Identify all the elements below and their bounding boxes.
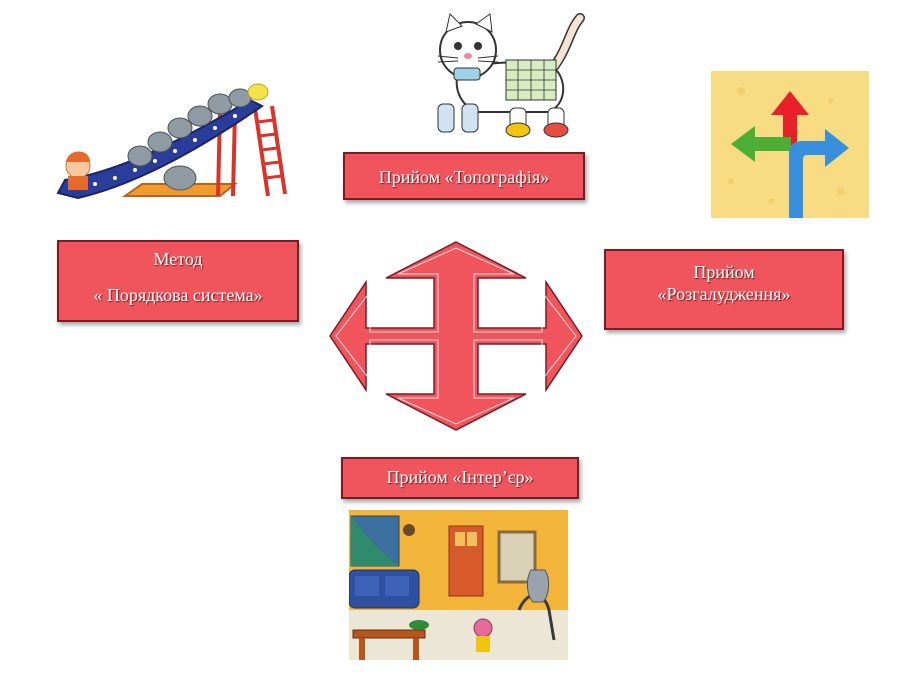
node-interior-label: Прийом «Інтер’єр» [386, 467, 534, 487]
cat-illustration [437, 13, 585, 138]
node-topography: Прийом «Топографія» [343, 152, 585, 200]
four-way-arrow-icon [329, 241, 583, 431]
node-ordinal-system-line2: « Порядкова система» [93, 285, 263, 305]
node-interior: Прийом «Інтер’єр» [341, 457, 579, 499]
node-ordinal-system: Метод « Порядкова система» [57, 240, 299, 322]
branching-arrows-illustration [711, 71, 869, 218]
node-branching-line2: «Розгалудження» [657, 284, 791, 304]
node-ordinal-system-line1: Метод [153, 249, 203, 269]
interior-room-illustration [349, 510, 568, 660]
node-topography-label: Прийом «Топографія» [378, 167, 550, 187]
node-branching: Прийом «Розгалудження» [604, 249, 844, 330]
slide-elephants-illustration [56, 83, 287, 200]
node-branching-line1: Прийом [693, 262, 755, 282]
